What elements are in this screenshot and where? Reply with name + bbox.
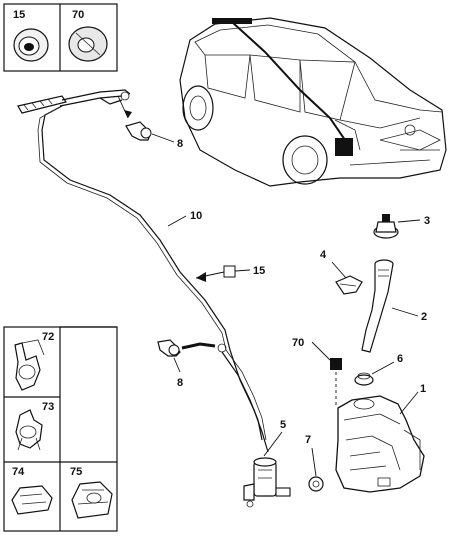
connector-lower-icon: [157, 339, 181, 357]
clip-74-icon: [11, 485, 53, 515]
hose-main-inner: [37, 107, 227, 351]
label-5: 5: [280, 419, 286, 431]
clip-4-icon: [335, 275, 363, 295]
inset-label-15: 15: [13, 9, 25, 21]
inset-label-72: 72: [42, 331, 54, 343]
inset-label-74: 74: [12, 466, 25, 478]
bracket-clip-icon: [68, 26, 108, 62]
clip-75-icon: [71, 481, 113, 519]
inset-label-73: 73: [42, 401, 54, 413]
cap-icon: [373, 214, 399, 239]
inset-label-75: 75: [70, 466, 82, 478]
grommet-7-icon: [308, 476, 324, 492]
grommet-6-icon: [354, 372, 374, 386]
reservoir-icon: [335, 395, 425, 493]
label-8-lower: 8: [177, 377, 183, 389]
grommet-icon: [13, 28, 49, 62]
inset-top-left: 15 70: [3, 3, 118, 72]
clip-72-icon: [14, 339, 45, 391]
clip-73-icon: [15, 409, 43, 451]
label-8-upper: 8: [177, 138, 183, 150]
filler-neck-icon: [361, 259, 394, 353]
pump-icon: [243, 457, 291, 508]
label-70: 70: [292, 337, 304, 349]
label-3: 3: [424, 215, 430, 227]
inset-left: 72 73 74 75: [3, 326, 118, 532]
inset-label-70: 70: [72, 9, 84, 21]
label-15: 15: [253, 265, 265, 277]
label-7: 7: [305, 434, 311, 446]
vehicle-illustration-icon: [179, 17, 447, 187]
label-10: 10: [190, 210, 202, 222]
label-6: 6: [397, 353, 403, 365]
connector-upper-icon: [125, 121, 152, 141]
hose-main: [41, 105, 231, 351]
label-4: 4: [320, 249, 327, 261]
label-1: 1: [420, 383, 426, 395]
nozzle-icon: [17, 89, 131, 114]
label-2: 2: [421, 311, 427, 323]
